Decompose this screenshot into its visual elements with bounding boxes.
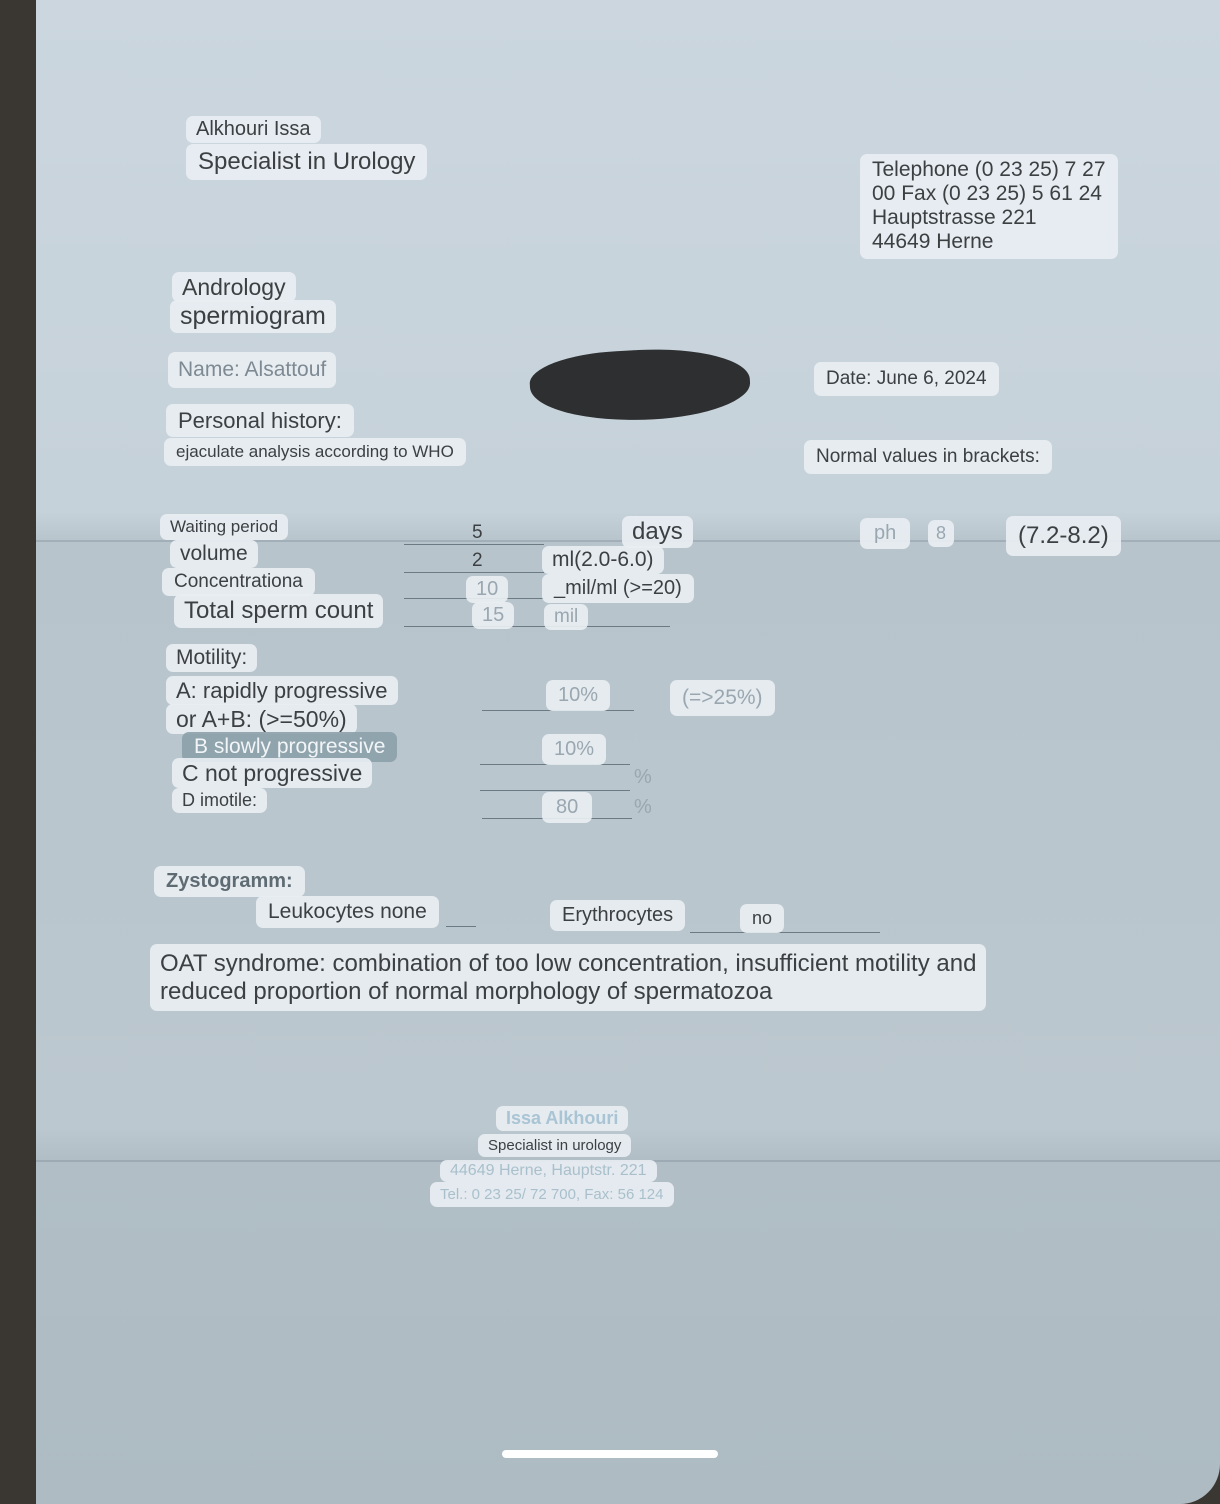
doctor-specialty: Specialist in Urology	[186, 144, 428, 180]
ph-label: ph	[860, 518, 911, 549]
diagnosis-text: OAT syndrome: combination of too low con…	[150, 944, 987, 1012]
cystogram-label: Zystogramm:	[154, 866, 305, 897]
home-indicator[interactable]	[502, 1450, 718, 1458]
volume-line	[404, 572, 544, 573]
normal-values-note: Normal values in brackets:	[804, 440, 1052, 474]
erythrocytes-line	[690, 932, 880, 933]
waiting-period-label: Waiting period	[160, 514, 289, 540]
report-date: Date: June 6, 2024	[814, 362, 999, 396]
motility-b-value: 10%	[542, 734, 607, 765]
volume-unit: ml(2.0-6.0)	[542, 546, 664, 575]
motility-a-label: A: rapidly progressive	[166, 676, 398, 706]
concentration-unit: _mil/ml (>=20)	[542, 574, 694, 603]
concentration-label: Concentrationa	[162, 568, 315, 596]
diagnosis-line-1: OAT syndrome: combination of too low con…	[160, 950, 977, 977]
motility-ab-label: or A+B: (>=50%)	[166, 704, 357, 735]
waiting-line	[404, 544, 544, 545]
motility-d-label: D imotile:	[172, 788, 268, 813]
doctor-name: Alkhouri Issa	[186, 116, 321, 143]
leukocytes-result: Leukocytes none	[256, 896, 439, 929]
personal-history-label: Personal history:	[166, 404, 354, 438]
contact-fax: 00 Fax (0 23 25) 5 61 24	[872, 182, 1102, 206]
title-andrology: Andrology	[172, 272, 296, 303]
patient-name: Name: Alsattouf	[168, 352, 337, 389]
volume-label: volume	[170, 540, 258, 569]
leukocytes-line	[446, 926, 476, 927]
title-spermiogram: spermiogram	[170, 300, 336, 333]
stamp-phone: Tel.: 0 23 25/ 72 700, Fax: 56 124	[430, 1182, 674, 1208]
motility-a-value: 10%	[546, 680, 611, 711]
erythrocytes-value: no	[740, 904, 785, 933]
motility-c-line	[480, 790, 630, 791]
waiting-period-unit: days	[622, 516, 693, 548]
motility-c-label: C not progressive	[172, 758, 373, 789]
erythrocytes-label: Erythrocytes	[550, 900, 686, 931]
ph-value: 8	[928, 520, 955, 547]
motility-d-unit: %	[634, 796, 652, 818]
total-count-label: Total sperm count	[174, 594, 384, 628]
stamp-address: 44649 Herne, Hauptstr. 221	[440, 1160, 657, 1183]
history-note: ejaculate analysis according to WHO	[164, 438, 466, 466]
contact-phone: Telephone (0 23 25) 7 27	[872, 158, 1106, 181]
motility-d-value: 80	[542, 792, 593, 823]
contact-street: Hauptstrasse 221	[872, 206, 1037, 230]
ph-range: (7.2-8.2)	[1006, 516, 1121, 556]
concentration-value: 10	[466, 576, 509, 603]
diagnosis-line-2: reduced proportion of normal morphology …	[160, 977, 773, 1005]
total-count-line	[404, 626, 670, 627]
stamp-name: Issa Alkhouri	[496, 1106, 629, 1131]
waiting-period-value: 5	[472, 522, 483, 543]
contact-block: Telephone (0 23 25) 7 27 00 Fax (0 23 25…	[860, 154, 1118, 259]
motility-label: Motility:	[166, 644, 258, 673]
total-count-value: 15	[472, 602, 515, 629]
motility-c-unit: %	[634, 766, 652, 788]
motility-b-label: B slowly progressive	[182, 732, 398, 763]
volume-value: 2	[472, 550, 483, 571]
stamp-specialty: Specialist in urology	[478, 1134, 632, 1158]
total-count-unit: mil	[544, 604, 589, 630]
contact-city: 44649 Herne	[872, 230, 994, 254]
motility-a-range: (=>25%)	[670, 680, 775, 717]
